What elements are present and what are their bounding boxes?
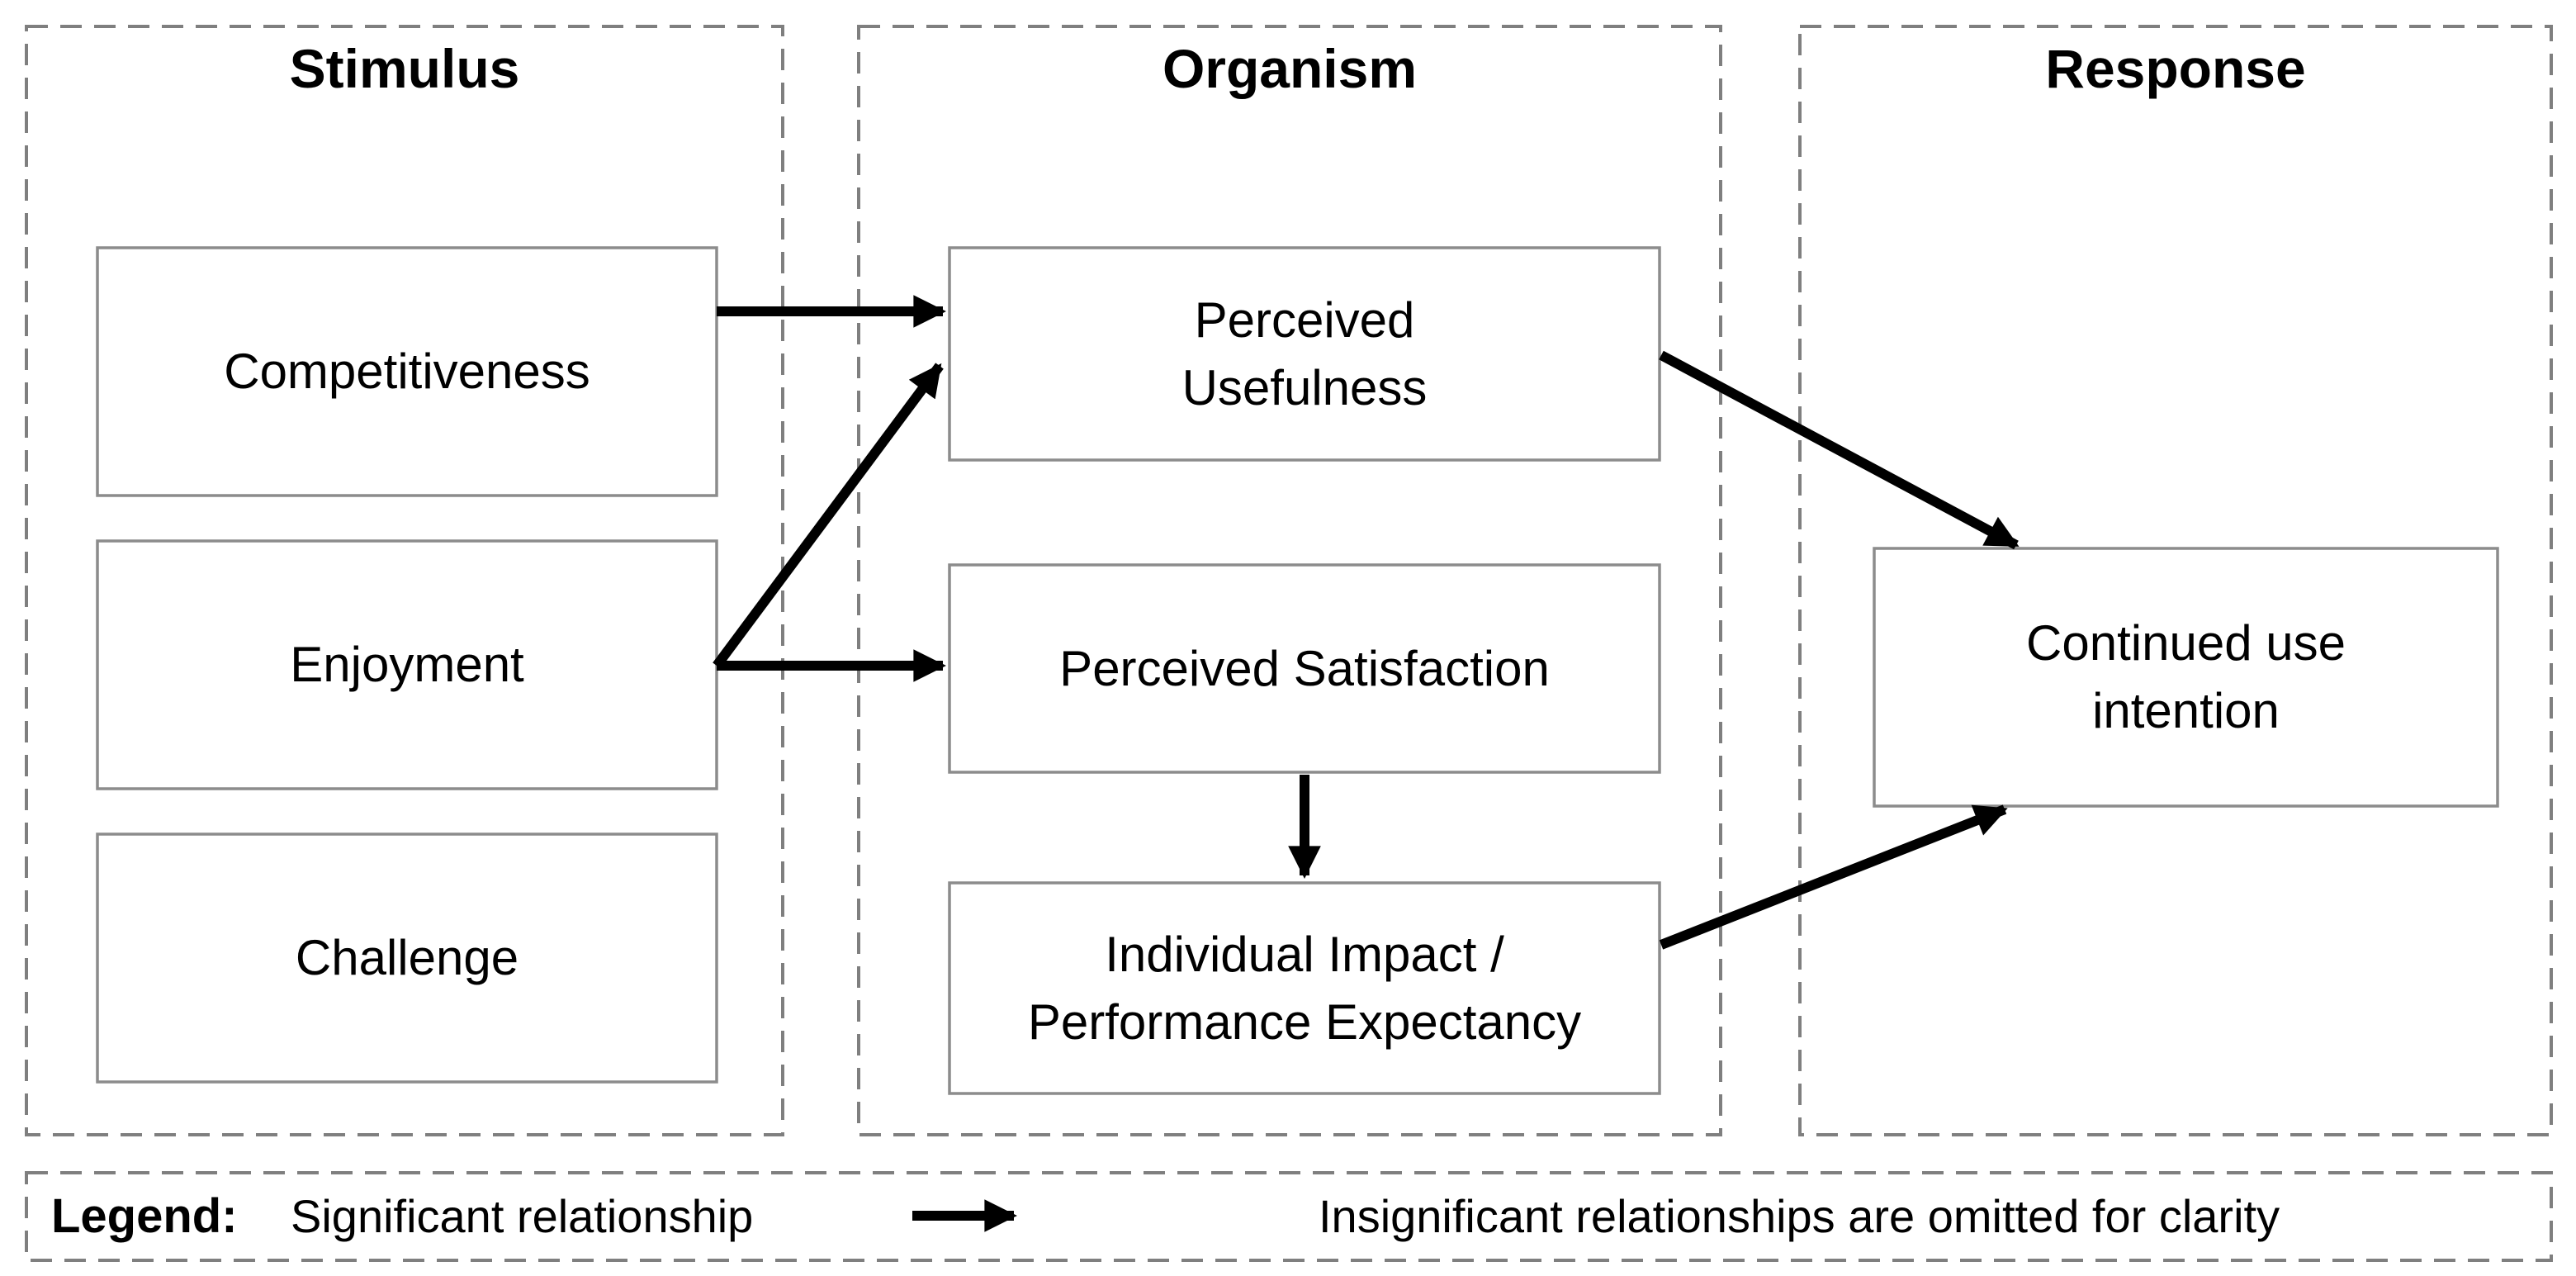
organism-panel-border bbox=[857, 25, 1722, 1136]
legend-panel-border bbox=[25, 1171, 2553, 1262]
challenge-box bbox=[96, 832, 718, 1084]
response-panel-title: Response bbox=[2045, 38, 2306, 99]
arrow-perceived-usefulness-to-continued-use bbox=[1659, 350, 2020, 550]
stimulus-panel-border bbox=[25, 25, 784, 1136]
arrow-enjoyment-to-perceived-usefulness bbox=[713, 363, 944, 669]
perceived-satisfaction-box bbox=[948, 563, 1661, 774]
legend-significant-label: Significant relationship bbox=[291, 1190, 754, 1242]
continued-use-intention-label-line1: Continued use bbox=[2026, 615, 2346, 671]
response-panel-border bbox=[1798, 25, 2553, 1136]
perceived-usefulness-label: Perceived Usefulness bbox=[949, 248, 1660, 460]
continued-use-intention-box bbox=[1873, 547, 2499, 808]
legend-note: Insignificant relationships are omitted … bbox=[1319, 1190, 2280, 1242]
continued-use-intention-label: Continued use intention bbox=[1874, 548, 2498, 806]
continued-use-intention-label-line2: intention bbox=[2092, 683, 2280, 738]
individual-impact-label: Individual Impact / Performance Expectan… bbox=[949, 883, 1660, 1093]
enjoyment-label-line: Enjoyment bbox=[290, 637, 524, 692]
perceived-usefulness-box bbox=[948, 246, 1661, 462]
competitiveness-label-line: Competitiveness bbox=[224, 344, 590, 399]
enjoyment-label: Enjoyment bbox=[97, 541, 717, 789]
individual-impact-box bbox=[948, 881, 1661, 1095]
stimulus-panel-title: Stimulus bbox=[289, 38, 520, 99]
legend-title: Legend: bbox=[51, 1189, 238, 1243]
organism-panel-title: Organism bbox=[1162, 38, 1418, 99]
challenge-label: Challenge bbox=[97, 834, 717, 1082]
perceived-satisfaction-label: Perceived Satisfaction bbox=[949, 565, 1660, 772]
competitiveness-box bbox=[96, 246, 718, 497]
perceived-usefulness-label-line2: Usefulness bbox=[1181, 359, 1428, 415]
competitiveness-label: Competitiveness bbox=[97, 248, 717, 496]
arrow-individual-impact-to-continued-use bbox=[1659, 804, 2008, 950]
individual-impact-label-line2: Performance Expectancy bbox=[1027, 994, 1582, 1050]
perceived-satisfaction-label-line: Perceived Satisfaction bbox=[1059, 640, 1550, 696]
perceived-usefulness-label-line1: Perceived bbox=[1194, 292, 1415, 348]
challenge-label-line: Challenge bbox=[295, 930, 519, 985]
individual-impact-label-line1: Individual Impact / bbox=[1105, 926, 1504, 982]
